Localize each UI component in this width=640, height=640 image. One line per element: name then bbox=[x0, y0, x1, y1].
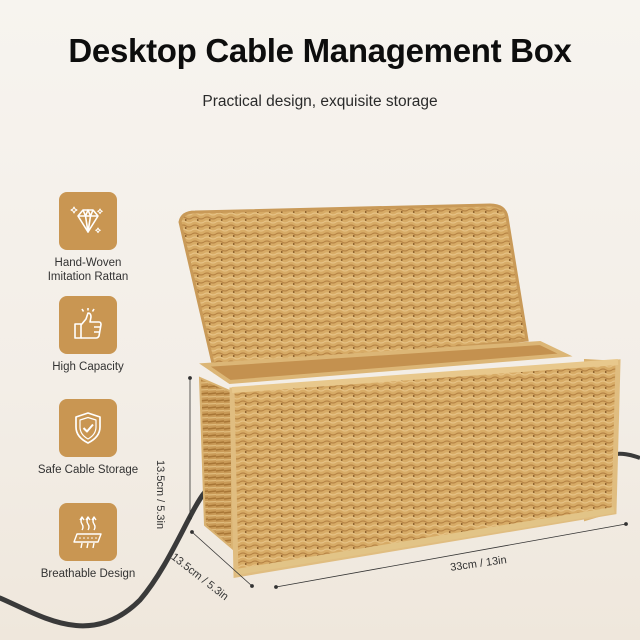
breathable-mat-icon bbox=[59, 503, 117, 561]
box-left-side bbox=[198, 376, 233, 551]
shield-check-icon bbox=[59, 399, 117, 457]
page-title: Desktop Cable Management Box bbox=[68, 32, 572, 69]
feature-label-line1: High Capacity bbox=[52, 361, 124, 373]
dimension-lines bbox=[188, 376, 628, 589]
feature-high-capacity: High Capacity bbox=[18, 296, 158, 374]
box-front bbox=[229, 359, 621, 578]
feature-breathable: Breathable Design bbox=[18, 503, 158, 581]
feature-label-line1: Breathable Design bbox=[40, 568, 136, 580]
feature-label-line1: Hand-Woven bbox=[54, 257, 122, 269]
feature-label-line1: Safe Cable Storage bbox=[37, 464, 139, 476]
page-subtitle: Practical design, exquisite storage bbox=[202, 93, 438, 110]
feature-hand-woven: Hand-Woven Imitation Rattan bbox=[18, 192, 158, 284]
feature-safe-storage: Safe Cable Storage bbox=[18, 399, 158, 477]
box-lid bbox=[178, 203, 529, 374]
diamond-icon bbox=[59, 192, 117, 250]
feature-label-line2: Imitation Rattan bbox=[47, 271, 129, 283]
thumbs-up-icon bbox=[59, 296, 117, 354]
